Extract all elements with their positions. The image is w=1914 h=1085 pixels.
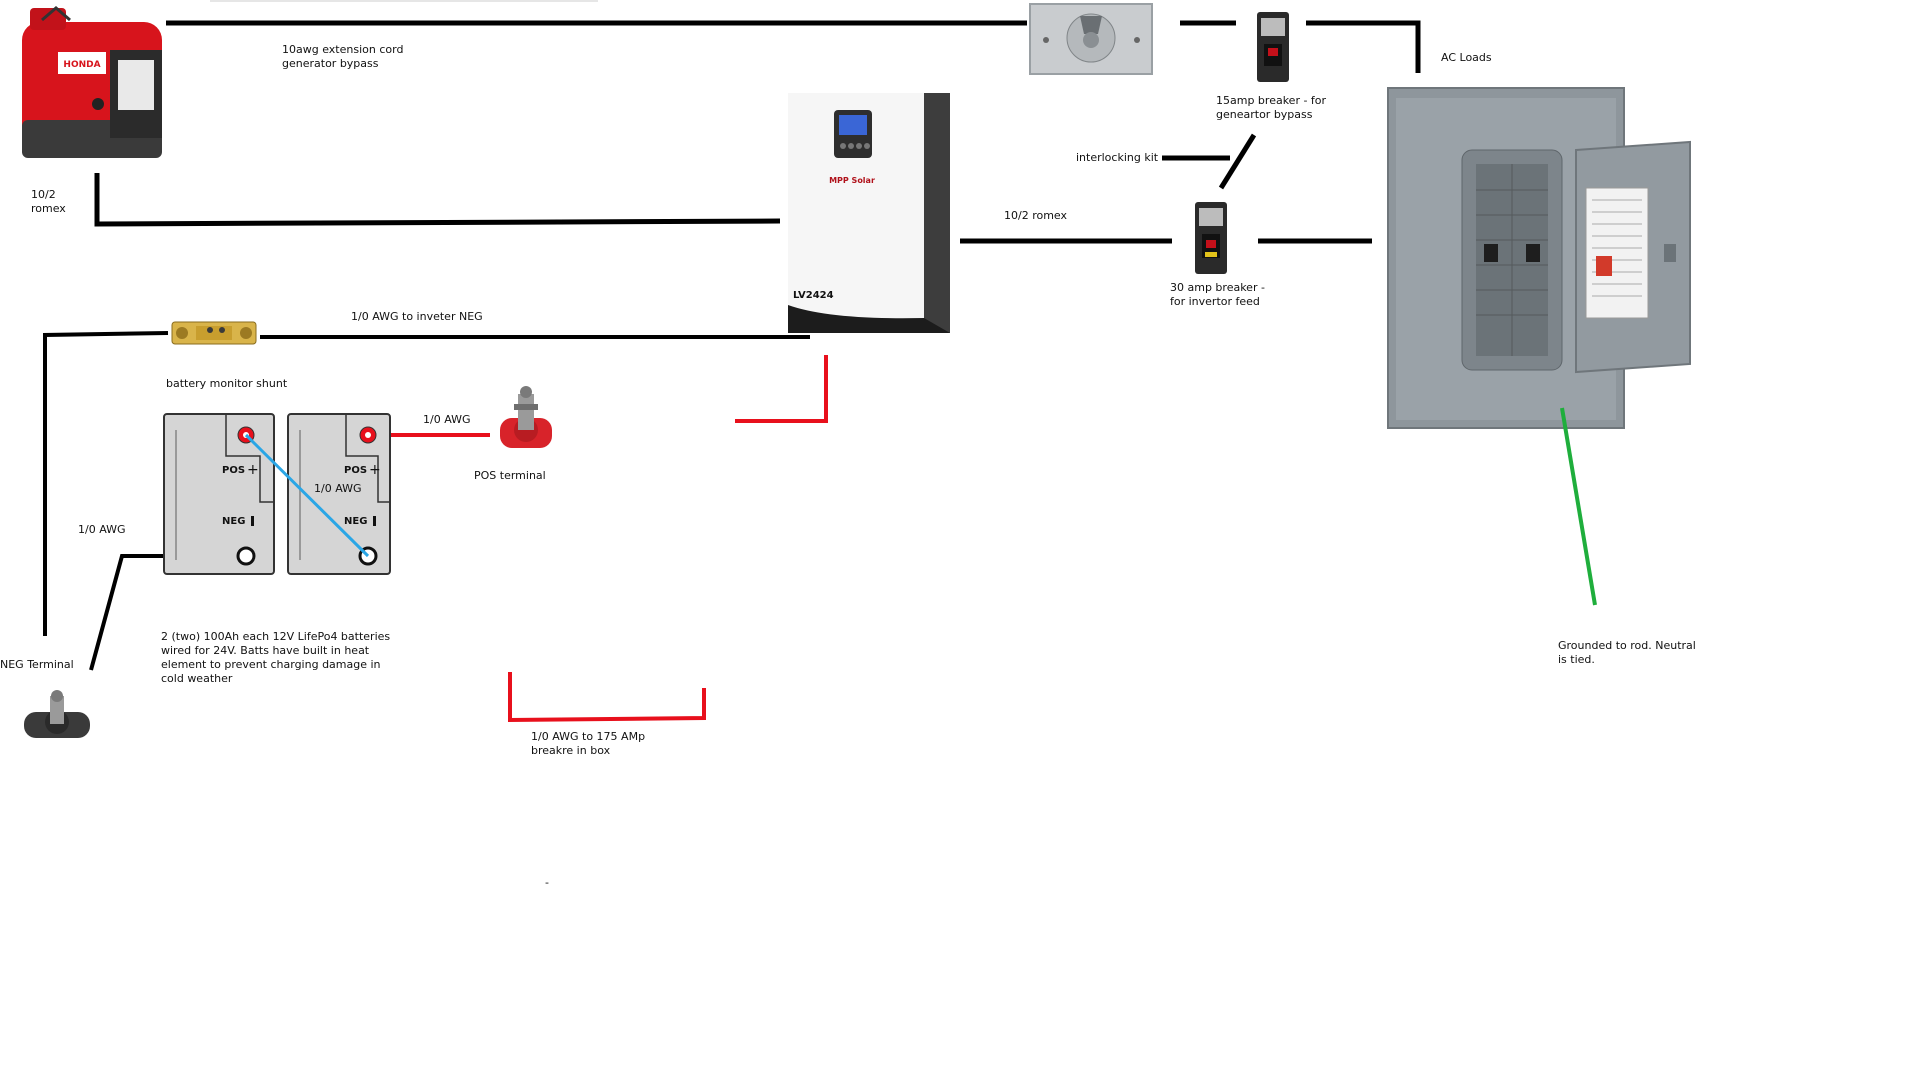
wire-gen-romex: [94, 173, 781, 227]
wire-red-inverter: [735, 355, 828, 423]
battery-1-pos-label: POS: [222, 465, 245, 476]
label-awg-series: 1/0 AWG: [314, 482, 362, 495]
label-inv-neg: 1/0 AWG to inveter NEG: [351, 310, 483, 323]
inverter-model: LV2424: [793, 290, 834, 301]
label-ext-cord: 10awg extension cord generator bypass: [282, 43, 404, 70]
svg-text:+: +: [247, 462, 259, 478]
label-shunt: battery monitor shunt: [166, 377, 288, 390]
label-pos-terminal: POS terminal: [474, 469, 546, 482]
dc-neg-wiring: [43, 331, 810, 671]
breaker-panel: [1387, 87, 1691, 429]
label-interlock: interlocking kit: [1076, 151, 1159, 164]
label-romex-inv: 10/2 romex: [1004, 209, 1068, 222]
label-dash: -: [545, 876, 549, 889]
wire-15a-to-panel: [1306, 20, 1421, 73]
label-awg-pos: 1/0 AWG: [423, 413, 471, 426]
power-inlet-box: [1029, 3, 1153, 75]
breaker-15amp: [1257, 12, 1289, 82]
battery-shunt: [171, 321, 257, 345]
svg-text:+: +: [369, 462, 381, 478]
label-romex-gen: 10/2 romex: [31, 188, 66, 215]
ac-wiring: [94, 20, 1421, 244]
interlock-diagonal: [1218, 133, 1257, 190]
dc-pos-wiring: [368, 355, 828, 723]
generator: HONDA: [22, 6, 162, 158]
label-ground: Grounded to rod. Neutral is tied.: [1558, 639, 1696, 666]
battery-2-neg-label: NEG: [344, 516, 367, 527]
neg-terminal: [24, 690, 90, 738]
label-ac-loads: AC Loads: [1441, 51, 1492, 64]
battery-1: POS + NEG: [163, 413, 275, 575]
battery-2-pos-label: POS: [344, 465, 367, 476]
label-breaker-175: 1/0 AWG to 175 AMp breakre in box: [531, 730, 646, 757]
series-link-wire: [244, 433, 370, 558]
ground-wire: [1560, 407, 1597, 606]
generator-brand: HONDA: [63, 60, 100, 70]
label-batteries: 2 (two) 100Ah each 12V LifePo4 batteries…: [161, 630, 391, 685]
inverter-brand: MPP Solar: [829, 176, 875, 185]
label-breaker-15: 15amp breaker - for geneartor bypass: [1216, 94, 1327, 121]
label-awg-neg: 1/0 AWG: [78, 523, 126, 536]
breaker-30amp: [1195, 202, 1227, 274]
inverter: MPP Solar LV2424: [788, 93, 950, 333]
label-breaker-30: 30 amp breaker - for invertor feed: [1170, 281, 1265, 308]
battery-1-neg-label: NEG: [222, 516, 245, 527]
pos-terminal: [500, 386, 552, 448]
label-neg-terminal: NEG Terminal: [0, 658, 74, 671]
wire-red-breaker: [508, 672, 706, 723]
battery-2: POS + NEG: [287, 413, 391, 575]
wire-shunt-to-terminal: [43, 331, 169, 636]
